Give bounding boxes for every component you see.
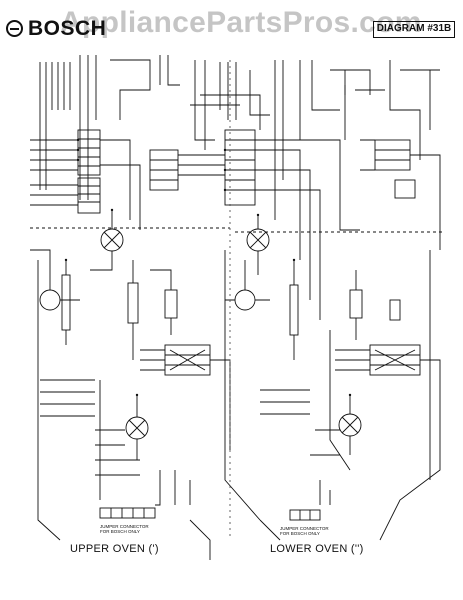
lower-oven-label: LOWER OVEN ('') [270,543,364,555]
bosch-logo-icon [6,20,23,37]
watermark: AppliancePartsPros.com [60,6,422,39]
brand-name: BOSCH [28,17,107,40]
lower-jumper-subnote: FOR BOSCH ONLY [280,531,320,536]
upper-jumper-subnote: FOR BOSCH ONLY [100,529,140,534]
upper-jumper-note: JUMPER CONNECTOR [100,524,149,529]
diagram-number: DIAGRAM #31B [373,21,455,38]
upper-oven-label: UPPER OVEN (') [70,543,159,555]
lower-jumper-note: JUMPER CONNECTOR [280,526,329,531]
